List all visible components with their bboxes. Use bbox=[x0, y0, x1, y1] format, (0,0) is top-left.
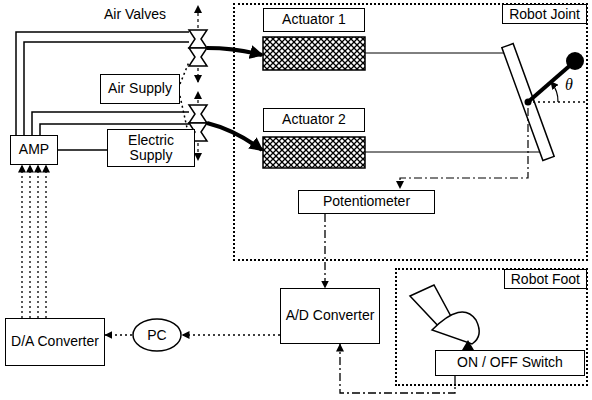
amp-wire bbox=[16, 32, 189, 135]
reference-line bbox=[528, 102, 586, 103]
air-valve-symbol bbox=[189, 30, 207, 141]
robot-arm bbox=[525, 52, 585, 106]
muscle-actuator bbox=[263, 37, 365, 168]
component-box: AMP bbox=[10, 135, 58, 165]
robot-arm bbox=[566, 52, 584, 70]
pc-ellipse: PC bbox=[132, 318, 182, 352]
switch-contact bbox=[462, 340, 474, 350]
robot-arm bbox=[525, 99, 532, 106]
signal-connector bbox=[324, 214, 325, 288]
component-box: Air Supply bbox=[100, 74, 180, 104]
component-label: Actuator 1 bbox=[282, 12, 346, 27]
air-valve-symbol bbox=[189, 48, 207, 66]
region-label: Robot Joint bbox=[502, 4, 587, 24]
switch-contact bbox=[462, 340, 474, 350]
angle-signal-line bbox=[400, 108, 528, 188]
dotted-region: Robot Foot ON / OFF Switch bbox=[395, 268, 588, 386]
dotted-region: Robot Joint Actuator 1 Actuator 2 Potentiom… bbox=[233, 3, 588, 261]
valve-exhaust-arrow bbox=[197, 6, 198, 28]
amp-wire bbox=[24, 42, 189, 135]
valve-exhaust-arrow bbox=[197, 68, 198, 82]
signal-connector bbox=[21, 165, 22, 318]
tendon-line bbox=[365, 152, 544, 153]
signal-connector bbox=[58, 149, 107, 151]
muscle-actuator bbox=[263, 137, 365, 168]
component-label: Potentiometer bbox=[323, 194, 410, 209]
component-label: A/D Converter bbox=[286, 308, 375, 323]
signal-connector bbox=[182, 334, 280, 335]
amp-wire bbox=[16, 32, 189, 135]
valve-exhaust-arrow bbox=[197, 92, 198, 103]
component-label: Actuator 2 bbox=[282, 112, 346, 127]
part-label: Air Valves bbox=[104, 6, 166, 22]
component-box: Actuator 2 bbox=[263, 108, 365, 132]
reference-line bbox=[528, 101, 586, 103]
robot-arm bbox=[528, 62, 574, 102]
muscle-actuator bbox=[263, 37, 365, 70]
component-label: AMP bbox=[19, 142, 49, 157]
angle-signal-line bbox=[400, 108, 528, 188]
signal-connector bbox=[105, 334, 132, 335]
angle-arc bbox=[551, 82, 558, 102]
signal-connector bbox=[29, 165, 30, 318]
component-box: A/D Converter bbox=[280, 288, 380, 344]
component-label: D/A Converter bbox=[11, 334, 99, 349]
signal-connector bbox=[45, 165, 46, 318]
air-line bbox=[180, 62, 189, 137]
angle-symbol: θ bbox=[565, 76, 573, 94]
robot-foot-figure bbox=[432, 312, 479, 344]
component-label: ON / OFF Switch bbox=[457, 355, 563, 370]
air-valve-symbol bbox=[189, 105, 207, 123]
air-line bbox=[180, 62, 189, 84]
ellipse-outline bbox=[133, 319, 181, 351]
air-valve-symbol bbox=[189, 30, 207, 48]
region-label: Robot Foot bbox=[504, 269, 587, 289]
component-box: Potentiometer bbox=[298, 190, 435, 214]
signal-connector bbox=[37, 165, 38, 318]
component-box: Electric Supply bbox=[107, 129, 195, 167]
component-box: Actuator 1 bbox=[263, 8, 365, 32]
component-box: D/A Converter bbox=[5, 318, 105, 366]
component-label: PC bbox=[147, 327, 166, 343]
angle-arc bbox=[551, 82, 558, 102]
valve-exhaust-arrow bbox=[197, 143, 198, 160]
component-box: ON / OFF Switch bbox=[435, 350, 585, 376]
tendon-line bbox=[365, 53, 511, 54]
robot-foot-figure bbox=[410, 285, 479, 344]
component-label: Air Supply bbox=[108, 81, 172, 96]
component-label: Electric Supply bbox=[108, 133, 194, 164]
